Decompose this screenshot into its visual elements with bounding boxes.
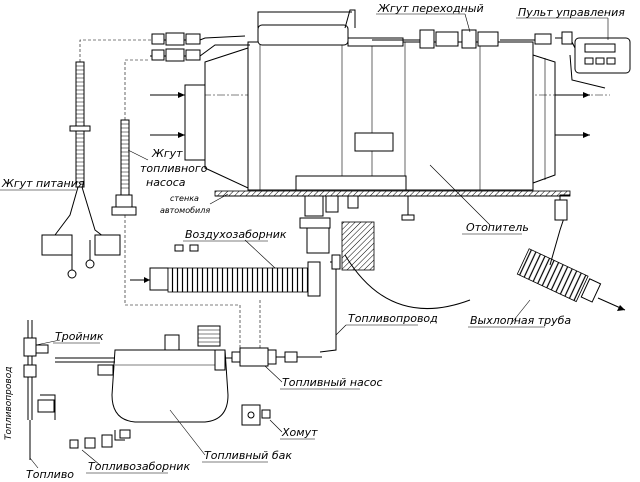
label-fuel-line: Топливопровод (348, 312, 438, 325)
exhaust-pipe (344, 194, 626, 326)
labels: Жгут переходный Пульт управления Жгут то… (0, 2, 625, 481)
fuel-tank (55, 325, 322, 456)
label-power-harness: Жгут питания (1, 177, 85, 190)
label-clamp: Хомут (281, 426, 318, 439)
air-intake (130, 239, 321, 297)
heater-unit (150, 24, 610, 226)
label-air-intake: Воздухозаборник (185, 228, 287, 241)
tee-and-intake (23, 320, 113, 469)
label-control-panel: Пульт управления (518, 6, 625, 19)
vehicle-wall (209, 190, 571, 205)
label-fuel-tank: Топливный бак (204, 449, 292, 462)
label-fuel-pump-harness-3: насоса (146, 176, 186, 189)
label-vehicle-wall-2: автомобиля (160, 206, 210, 215)
label-vehicle-wall-1: стенка (170, 194, 199, 203)
label-exhaust-pipe: Выхлопная труба (470, 314, 571, 327)
control-panel (569, 37, 631, 89)
label-heater: Отопитель (466, 221, 529, 234)
label-fuel-intake: Топливозаборник (88, 460, 190, 473)
label-fuel: Топливо (26, 468, 74, 481)
label-fuel-line-vertical: Топливопровод (4, 367, 14, 440)
label-fuel-pump-harness-2: топливного (140, 162, 208, 175)
label-harness-adapter: Жгут переходный (377, 2, 484, 15)
label-tee: Тройник (55, 330, 104, 343)
label-fuel-pump: Топливный насос (282, 376, 383, 389)
under-floor-fittings (299, 195, 415, 353)
label-fuel-pump-harness-1: Жгут (151, 147, 183, 160)
wiring (41, 9, 576, 355)
